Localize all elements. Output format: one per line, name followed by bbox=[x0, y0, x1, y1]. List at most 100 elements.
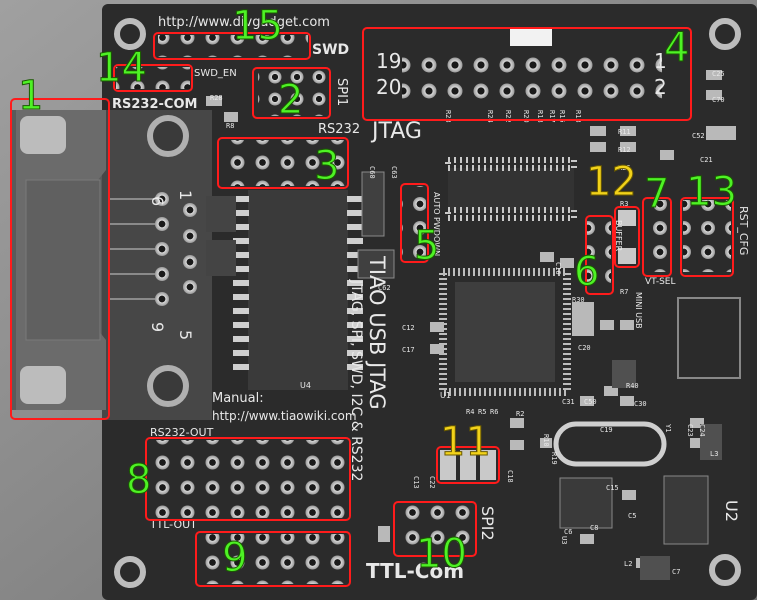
silk-u2: U2 bbox=[722, 500, 741, 522]
component-ref: R10 bbox=[542, 434, 550, 447]
callout-11: 11 bbox=[440, 419, 492, 465]
silk-u1: U1 bbox=[440, 391, 451, 400]
component-ref: R5 bbox=[478, 408, 486, 416]
highlight-box-6 bbox=[585, 215, 614, 295]
silk-ttl-out: TTL-OUT bbox=[149, 518, 197, 531]
component-ref: R11 bbox=[618, 128, 631, 136]
silk-vt-sel: VT-SEL bbox=[645, 277, 676, 287]
component-ref: R23 bbox=[444, 110, 452, 123]
silk-jtag: JTAG bbox=[370, 119, 422, 144]
component-ref: L3 bbox=[710, 450, 718, 458]
silk-manual-url: http://www.tiaowiki.com bbox=[212, 409, 357, 423]
component-ref: R6 bbox=[490, 408, 498, 416]
chip-u1 bbox=[439, 268, 571, 396]
component-ref: C22 bbox=[428, 476, 436, 489]
component-ref: C62 bbox=[378, 284, 391, 292]
component-ref: C63 bbox=[390, 166, 398, 179]
component-ref: R30 bbox=[572, 296, 585, 304]
component-ref: C17 bbox=[402, 346, 415, 354]
silk-db9-pin-6: 6 bbox=[148, 196, 167, 206]
component-ref: R3 bbox=[620, 200, 628, 208]
silk-manual: Manual: bbox=[212, 391, 264, 406]
component-ref: R19 bbox=[550, 452, 558, 465]
silk-u4: U4 bbox=[300, 381, 311, 390]
callout-10: 10 bbox=[416, 531, 468, 577]
component-ref: R18 bbox=[536, 110, 544, 123]
component-ref: C24 bbox=[698, 424, 706, 437]
silk-product-name: TIAO USB JTAG bbox=[365, 255, 389, 410]
component-ref: C8 bbox=[590, 524, 598, 532]
highlight-box-9 bbox=[195, 531, 351, 587]
callout-3: 3 bbox=[313, 143, 340, 189]
highlight-box-1 bbox=[10, 98, 110, 420]
highlight-box-8 bbox=[145, 437, 351, 521]
callout-8: 8 bbox=[125, 457, 152, 503]
component-ref: R4 bbox=[466, 408, 474, 416]
silk-db9-pin-9: 9 bbox=[148, 322, 167, 332]
silk-product-features: JTAG, SPI, SWD, I2C & RS232 bbox=[348, 279, 364, 481]
highlight-box-13 bbox=[680, 197, 734, 277]
silk-jtag-pin-1: 1 bbox=[654, 49, 667, 73]
silk-auto-pwdown: AUTO PWDOWN bbox=[432, 192, 441, 256]
component-ref: C16 bbox=[554, 262, 562, 275]
highlight-box-14 bbox=[113, 64, 193, 92]
component-ref: R12 bbox=[618, 146, 631, 154]
silk-buffer: BUFFER bbox=[614, 220, 623, 252]
component-ref: C31 bbox=[562, 398, 575, 406]
chip-u4 bbox=[233, 190, 363, 390]
silk-jtag-pin-20: 20 bbox=[376, 75, 401, 99]
component-ref: C20 bbox=[578, 344, 591, 352]
callout-4: 4 bbox=[663, 25, 690, 71]
component-ref: R2 bbox=[516, 410, 524, 418]
component-ref: C25 bbox=[712, 70, 725, 78]
silk-spi1: SPI1 bbox=[334, 78, 349, 106]
highlight-box-7 bbox=[642, 197, 672, 277]
silk-jtag-pin-2: 2 bbox=[654, 75, 667, 99]
highlight-box-3 bbox=[217, 137, 349, 189]
component-ref: C21 bbox=[700, 156, 713, 164]
silk-swd-en: SWD_EN bbox=[194, 68, 237, 79]
component-ref: L2 bbox=[624, 560, 632, 568]
component-ref: R20 bbox=[522, 110, 530, 123]
highlight-box-11 bbox=[436, 446, 500, 484]
component-ref: C50 bbox=[584, 398, 597, 406]
component-ref: R40 bbox=[626, 382, 639, 390]
component-ref: U3 bbox=[560, 536, 568, 544]
component-ref: C30 bbox=[634, 400, 647, 408]
db9-connector bbox=[10, 110, 212, 420]
highlight-box-5 bbox=[400, 183, 429, 263]
callout-7: 7 bbox=[643, 171, 670, 217]
highlight-box-4 bbox=[362, 27, 692, 121]
component-ref: R15 bbox=[558, 110, 566, 123]
component-ref: C18 bbox=[506, 470, 514, 483]
callout-13: 13 bbox=[686, 169, 738, 215]
silk-rs232: RS232 bbox=[318, 122, 360, 137]
callout-2: 2 bbox=[277, 77, 304, 123]
component-ref: R25 bbox=[618, 164, 631, 172]
component-ref: C7 bbox=[672, 568, 680, 576]
silk-db9-pin-5: 5 bbox=[176, 330, 195, 340]
callout-12: 12 bbox=[586, 159, 638, 205]
silk-db9-pin-1: 1 bbox=[176, 190, 195, 200]
highlight-box-2 bbox=[252, 67, 331, 119]
callout-15: 15 bbox=[232, 3, 284, 49]
component-ref: C60 bbox=[368, 166, 376, 179]
callout-6: 6 bbox=[573, 249, 600, 295]
component-ref: C15 bbox=[606, 484, 619, 492]
highlight-box-10 bbox=[393, 501, 477, 557]
silk-rs232-out: RS232-OUT bbox=[150, 426, 214, 439]
silk-rs232-com: RS232-COM bbox=[112, 97, 197, 112]
component-ref: C5 bbox=[628, 512, 636, 520]
callout-14: 14 bbox=[96, 45, 148, 91]
component-ref: R8 bbox=[226, 122, 234, 130]
component-ref: C12 bbox=[402, 324, 415, 332]
component-ref: C70 bbox=[712, 96, 725, 104]
component-ref: C23 bbox=[686, 424, 694, 437]
silk-ttl-com: TTL-Com bbox=[366, 559, 464, 583]
component-ref: R28 bbox=[210, 94, 223, 102]
component-ref: R13 bbox=[574, 110, 582, 123]
component-ref: C13 bbox=[412, 476, 420, 489]
component-ref: R22 bbox=[504, 110, 512, 123]
component-ref: C6 bbox=[564, 528, 572, 536]
